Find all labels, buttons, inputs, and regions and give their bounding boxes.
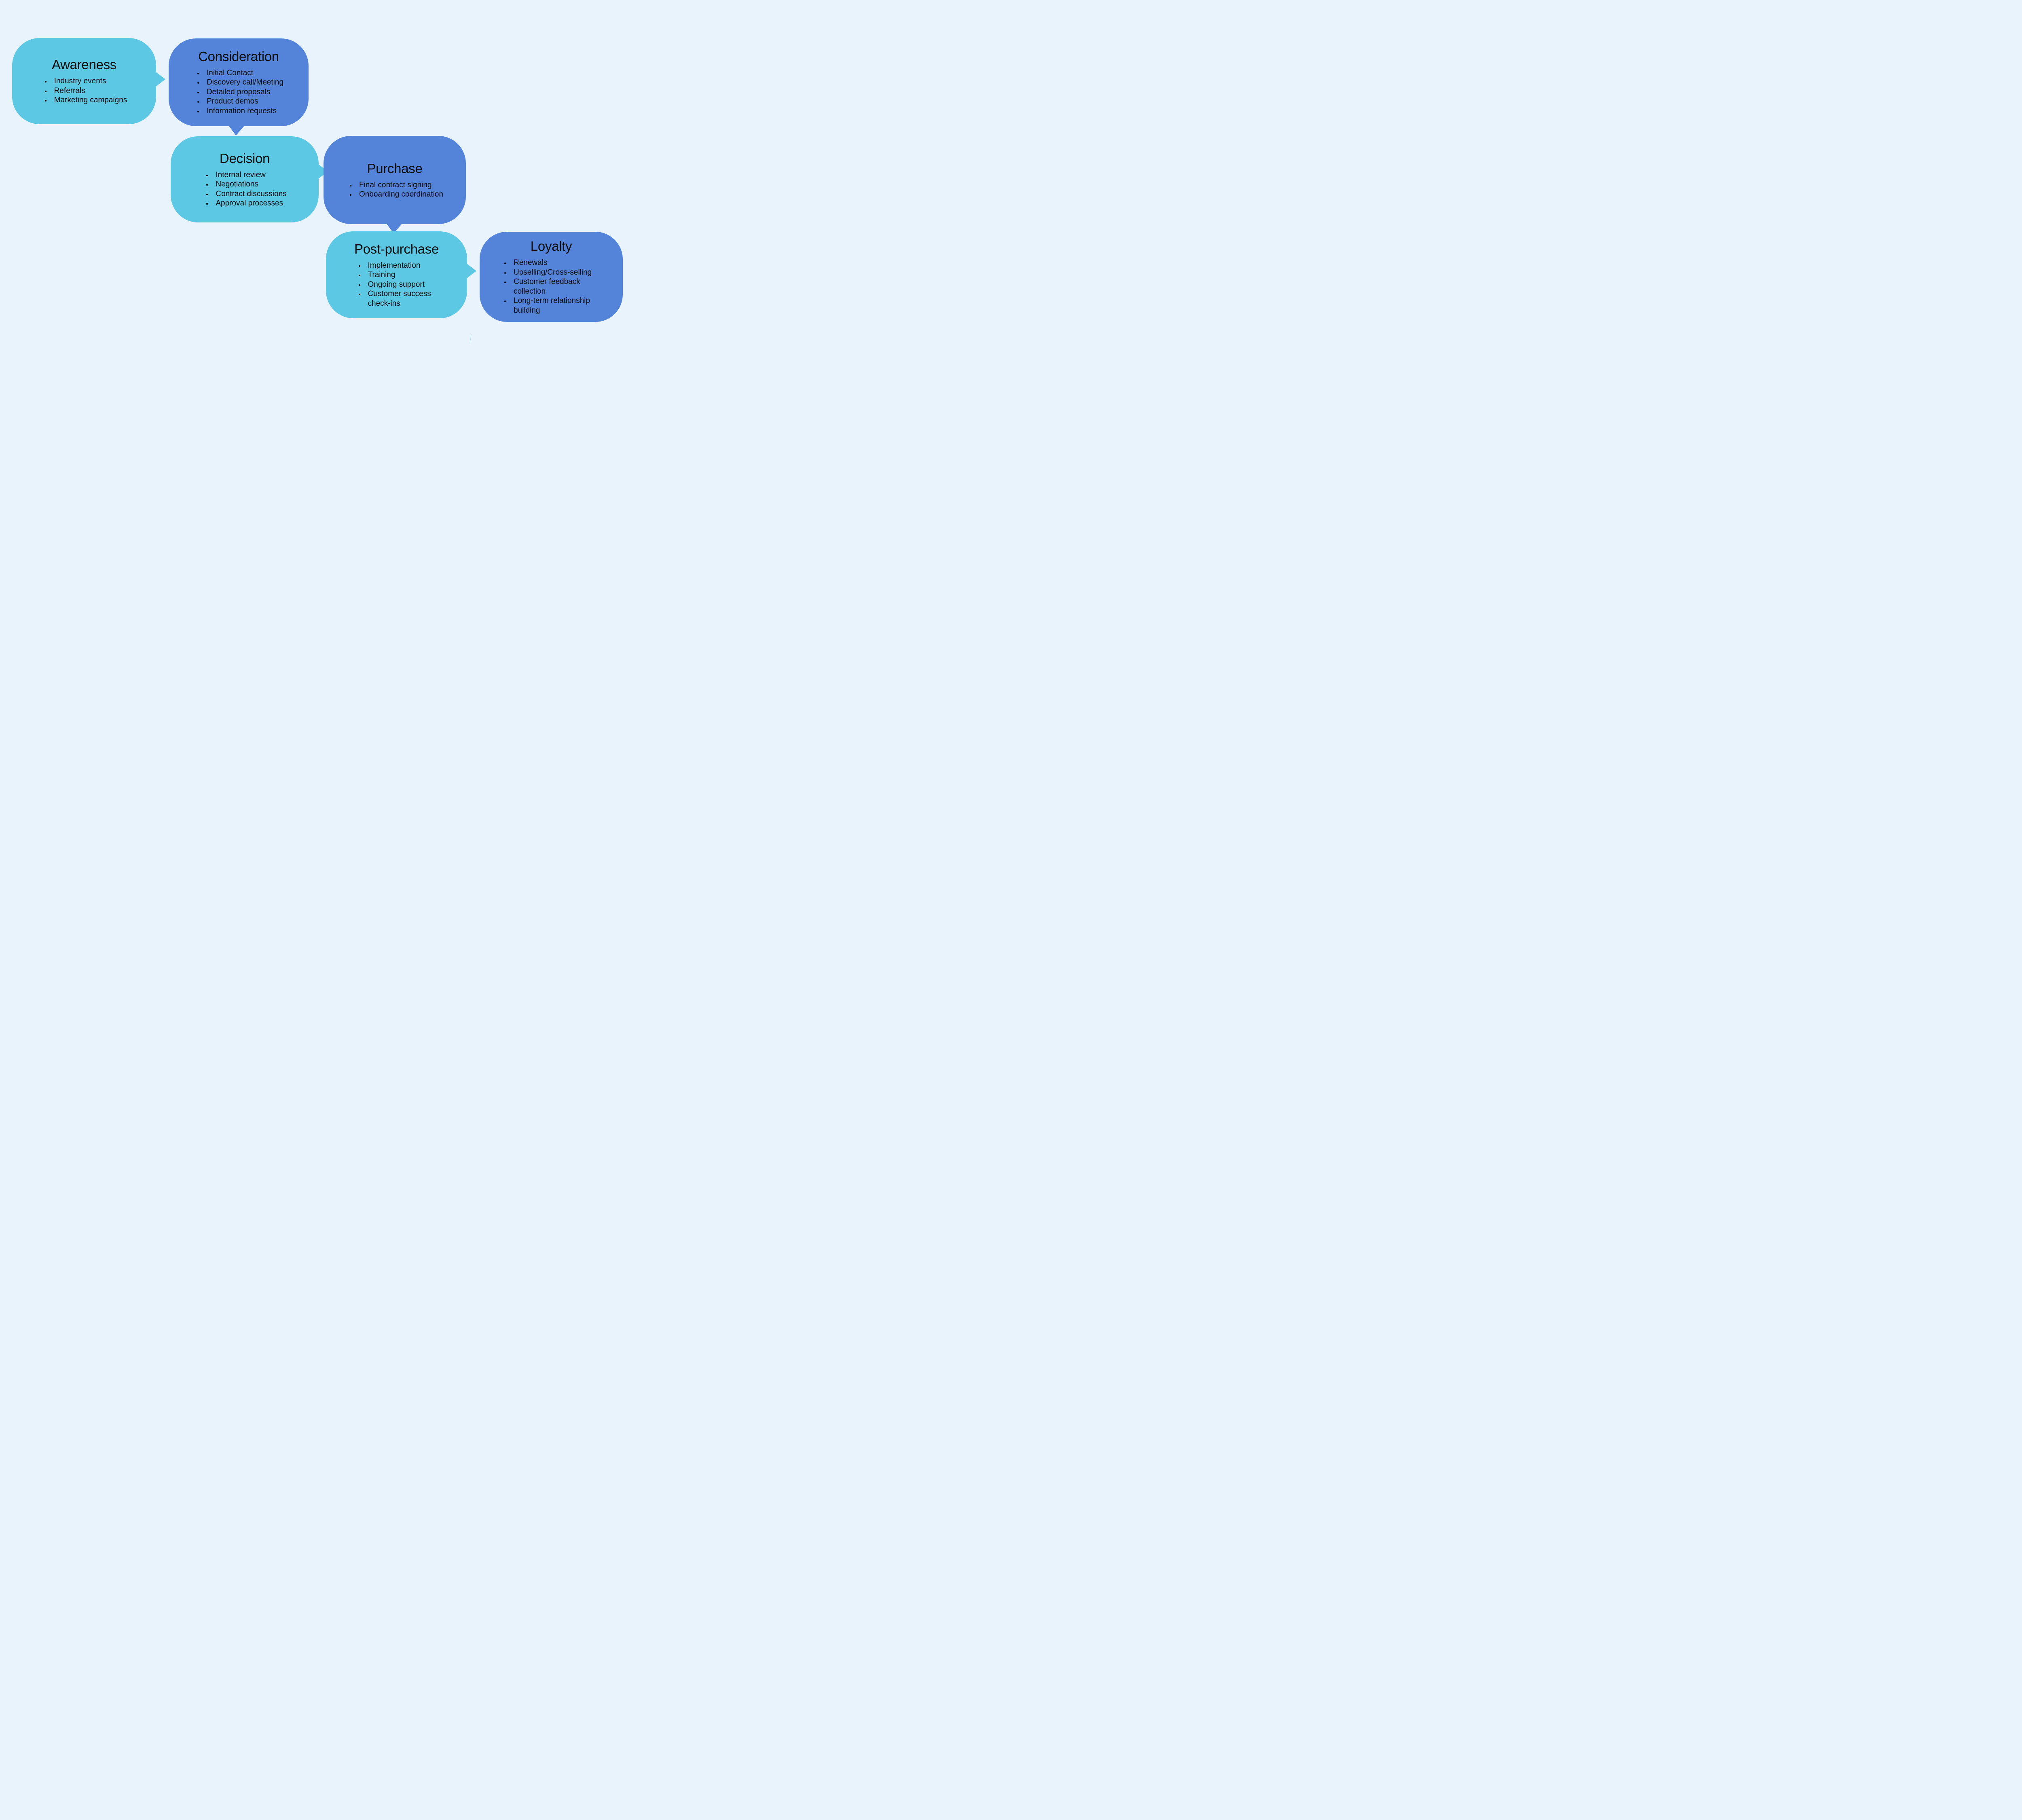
bullet-item: Product demos: [203, 97, 283, 106]
bullet-item: Internal review: [212, 170, 286, 180]
stage-awareness-bullets: Industry eventsReferralsMarketing campai…: [41, 76, 127, 105]
stage-consideration-title: Consideration: [198, 49, 279, 64]
bullet-item: Marketing campaigns: [51, 95, 127, 105]
stage-post-purchase-bullets: ImplementationTrainingOngoing supportCus…: [355, 261, 438, 309]
bullet-item: Information requests: [203, 106, 283, 116]
bullet-item: Industry events: [51, 76, 127, 86]
bullet-item: Renewals: [510, 258, 602, 268]
journey-diagram-canvas: Awareness Industry eventsReferralsMarket…: [0, 0, 634, 357]
stage-post-purchase: Post-purchase ImplementationTrainingOngo…: [326, 231, 467, 318]
stage-loyalty-title: Loyalty: [530, 239, 572, 254]
stage-purchase: Purchase Final contract signingOnboardin…: [324, 136, 466, 224]
stage-decision: Decision Internal reviewNegotiationsCont…: [171, 136, 319, 222]
arrow-post-purchase-to-loyalty: [466, 263, 476, 279]
stage-awareness: Awareness Industry eventsReferralsMarket…: [12, 38, 156, 124]
arrow-consideration-to-decision: [228, 125, 245, 135]
bullet-item: Contract discussions: [212, 189, 286, 199]
bullet-item: Initial Contact: [203, 68, 283, 78]
bullet-item: Implementation: [365, 261, 438, 271]
arrow-awareness-to-consideration: [155, 72, 165, 87]
bullet-item: Final contract signing: [356, 180, 443, 190]
stage-post-purchase-title: Post-purchase: [354, 241, 439, 256]
bullet-item: Customer success check-ins: [365, 289, 438, 308]
stray-line: [470, 334, 472, 344]
stage-decision-title: Decision: [219, 150, 270, 166]
bullet-item: Negotiations: [212, 180, 286, 189]
stage-consideration-bullets: Initial ContactDiscovery call/MeetingDet…: [194, 68, 283, 116]
stage-purchase-bullets: Final contract signingOnboarding coordin…: [346, 180, 443, 199]
stage-consideration: Consideration Initial ContactDiscovery c…: [169, 38, 309, 126]
bullet-item: Upselling/Cross-selling: [510, 268, 602, 277]
stage-loyalty-bullets: RenewalsUpselling/Cross-sellingCustomer …: [501, 258, 602, 315]
bullet-item: Discovery call/Meeting: [203, 78, 283, 87]
bullet-item: Detailed proposals: [203, 87, 283, 97]
bullet-item: Training: [365, 270, 438, 280]
bullet-item: Customer feedback collection: [510, 277, 602, 296]
stage-loyalty: Loyalty RenewalsUpselling/Cross-sellingC…: [480, 232, 623, 322]
stage-awareness-title: Awareness: [52, 57, 116, 72]
bullet-item: Long-term relationship building: [510, 296, 602, 315]
bullet-item: Approval processes: [212, 199, 286, 208]
bullet-item: Referrals: [51, 86, 127, 96]
stage-purchase-title: Purchase: [367, 161, 423, 176]
bullet-item: Ongoing support: [365, 280, 438, 290]
stage-decision-bullets: Internal reviewNegotiationsContract disc…: [203, 170, 286, 208]
bullet-item: Onboarding coordination: [356, 190, 443, 199]
